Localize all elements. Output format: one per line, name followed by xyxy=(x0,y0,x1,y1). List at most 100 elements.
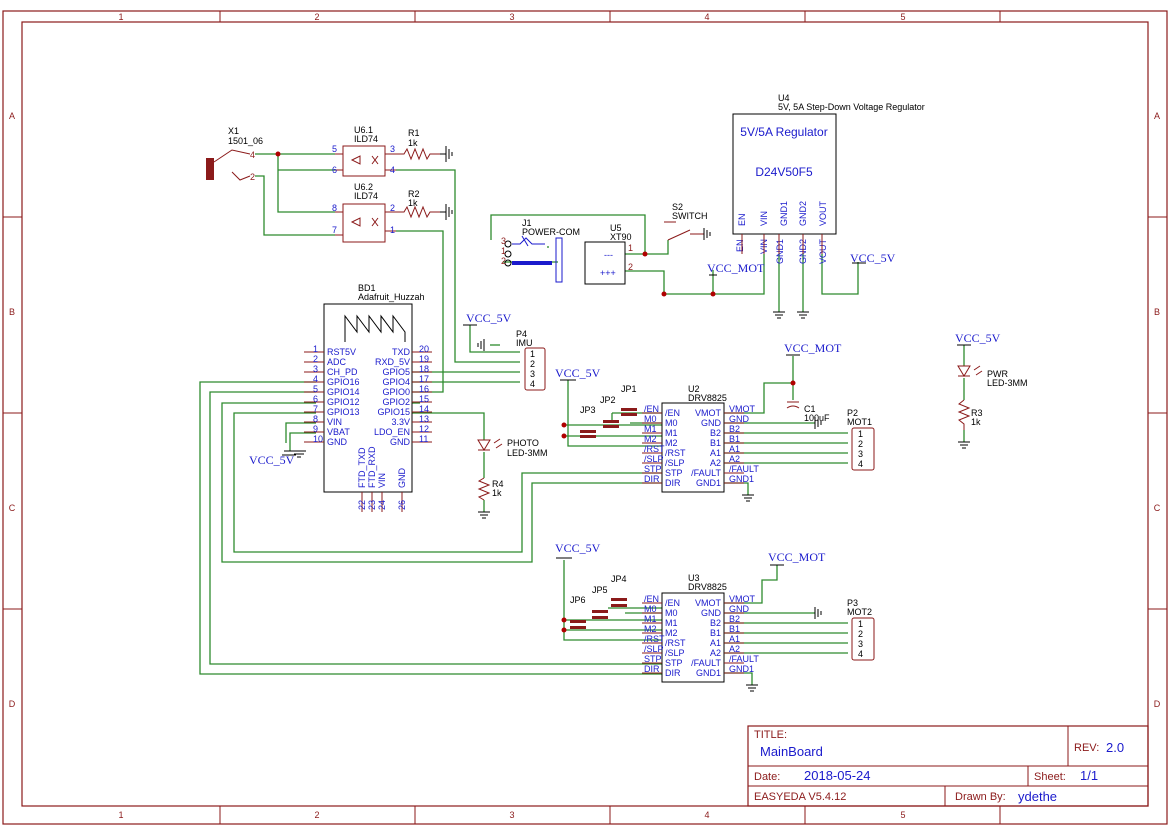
u3-pins-right-inner-4: A1 xyxy=(710,638,721,648)
frame-col-3-top: 3 xyxy=(509,12,514,22)
u4-pin-gnd1-outer: GND1 xyxy=(775,239,785,264)
j1-name: POWER-COM xyxy=(522,227,580,237)
u3-pins-right-outer-3: B1 xyxy=(729,624,740,634)
date-value: 2018-05-24 xyxy=(804,768,871,783)
u2-pins-right-inner-7: GND1 xyxy=(696,478,721,488)
u2-pins-left-inner-2: M1 xyxy=(665,428,678,438)
net-vcc-mot-3: VCC_MOT xyxy=(768,550,826,564)
bd1-right-pin-num-12: 12 xyxy=(419,424,429,434)
bd1-bottom-pin-num-23: 23 xyxy=(367,500,377,510)
u6-1-ref: U6.1 xyxy=(354,125,373,135)
rev-label: REV: xyxy=(1074,742,1099,754)
power-symbols: VCC_MOT VCC_5V VCC_5V VCC_5V VCC_5V VCC_… xyxy=(249,251,1001,692)
u2-pins-right-outer-0: VMOT xyxy=(729,404,756,414)
u4-title: 5V/5A Regulator xyxy=(740,125,827,139)
bd1-left-pin-name-rst5v: RST5V xyxy=(327,347,356,357)
p4-name: IMU xyxy=(516,338,533,348)
net-vcc-5v-2: VCC_5V xyxy=(466,311,512,325)
u3-pins-right-inner-6: /FAULT xyxy=(691,658,721,668)
p2-pin3: 3 xyxy=(858,449,863,459)
pwr-name: LED-3MM xyxy=(987,378,1028,388)
s2-ref: S2 xyxy=(672,202,683,212)
frame-row-c-right: C xyxy=(1154,503,1161,513)
bd1-left-pin-num-9: 9 xyxy=(313,424,318,434)
bd1-bottom-pin-name-gnd: GND xyxy=(397,468,407,489)
x1-pin2: 2 xyxy=(250,172,255,182)
j1-pin2: 2 xyxy=(501,256,506,266)
bd1-bottom-pin-num-26: 26 xyxy=(397,500,407,510)
u6-1-optocoupler: U6.1 ILD74 5 6 3 4 xyxy=(332,125,396,177)
u2-name: DRV8825 xyxy=(688,393,727,403)
u6-1-pin6: 6 xyxy=(332,165,337,175)
u2-pins-right-inner-0: VMOT xyxy=(695,408,722,418)
p4-pin4: 4 xyxy=(530,379,535,389)
p4-pin1: 1 xyxy=(530,349,535,359)
u4-pin-en-outer: EN xyxy=(735,239,745,252)
u3-pins-left-outer-4: /RST xyxy=(644,634,665,644)
u4-part: D24V50F5 xyxy=(755,165,813,179)
u2-pins-right-inner-2: B2 xyxy=(710,428,721,438)
u2-pins-right-outer-4: A1 xyxy=(729,444,740,454)
bd1-right-pin-num-13: 13 xyxy=(419,414,429,424)
drawn-by-label: Drawn By: xyxy=(955,791,1006,803)
s2-name: SWITCH xyxy=(672,211,708,221)
p3-pin3: 3 xyxy=(858,639,863,649)
bd1-bottom-pin-num-22: 22 xyxy=(357,500,367,510)
frame-row-a-left: A xyxy=(9,111,15,121)
u2-pins-left-outer-0: /EN xyxy=(644,404,659,414)
date-label: Date: xyxy=(754,771,780,783)
p4-imu-connector: P4 IMU 1 2 3 4 xyxy=(516,329,546,391)
pwr-ref: PWR xyxy=(987,369,1008,379)
u2-pins-left-inner-0: /EN xyxy=(665,408,680,418)
bd1-right-pin-num-19: 19 xyxy=(419,354,429,364)
u5-plus: +++ xyxy=(600,268,616,278)
u2-pins-right-outer-2: B2 xyxy=(729,424,740,434)
bd1-right-pin-num-11: 11 xyxy=(419,434,428,444)
bd1-right-pin-name-3.3v: 3.3V xyxy=(391,417,410,427)
u6-2-pin2: 2 xyxy=(390,203,395,213)
frame-col-5-top: 5 xyxy=(900,12,905,22)
jp6-ref: JP6 xyxy=(570,595,586,605)
bd1-right-pin-num-18: 18 xyxy=(419,364,429,374)
u4-regulator: U4 5V, 5A Step-Down Voltage Regulator 5V… xyxy=(732,93,925,264)
u3-pins-right-inner-2: B2 xyxy=(710,618,721,628)
bd1-right-pin-name-gpio15: GPIO15 xyxy=(377,407,410,417)
drawing-frame: 1 2 3 4 5 1 2 3 4 5 A B C D A B C D xyxy=(2,10,1168,825)
bd1-right-pin-num-15: 15 xyxy=(419,394,429,404)
bd1-right-pin-name-rxd_5v: RXD_5V xyxy=(375,357,410,367)
bd1-left-pin-name-adc: ADC xyxy=(327,357,347,367)
x1-name: 1501_06 xyxy=(228,136,263,146)
title-label: TITLE: xyxy=(754,729,787,741)
u2-pins-right-inner-4: A1 xyxy=(710,448,721,458)
r3-value: 1k xyxy=(971,417,981,427)
bd1-bottom-pin-name-ftd_txd: FTD_TXD xyxy=(357,447,367,488)
c1-value: 100uF xyxy=(804,413,830,423)
p2-pin2: 2 xyxy=(858,439,863,449)
bd1-left-pin-name-gpio13: GPIO13 xyxy=(327,407,360,417)
frame-col-1-bottom: 1 xyxy=(118,810,123,820)
p3-pin2: 2 xyxy=(858,629,863,639)
bd1-right-pin-name-gpio0: GPIO0 xyxy=(382,387,410,397)
bd1-right-pin-num-16: 16 xyxy=(419,384,429,394)
frame-col-4-top: 4 xyxy=(704,12,709,22)
frame-col-4-bottom: 4 xyxy=(704,810,709,820)
u3-pins-left-outer-1: M0 xyxy=(644,604,657,614)
jp1-ref: JP1 xyxy=(621,384,637,394)
p4-pin3: 3 xyxy=(530,369,535,379)
u6-2-name: ILD74 xyxy=(354,191,378,201)
bd1-left-pin-name-vbat: VBAT xyxy=(327,427,350,437)
u6-2-optocoupler: U6.2 ILD74 8 7 2 1 xyxy=(332,182,396,243)
u4-desc: 5V, 5A Step-Down Voltage Regulator xyxy=(778,102,925,112)
u3-pins-left-inner-5: /SLP xyxy=(665,648,685,658)
bd1-bottom-pin-num-24: 24 xyxy=(377,500,387,510)
u2-pins-left-inner-1: M0 xyxy=(665,418,678,428)
u6-1-pin4: 4 xyxy=(390,165,395,175)
u6-1-name: ILD74 xyxy=(354,134,378,144)
bd1-left-pin-num-5: 5 xyxy=(313,384,318,394)
pwr-led: PWR LED-3MM xyxy=(957,365,1028,388)
u3-pins-left-inner-2: M1 xyxy=(665,618,678,628)
